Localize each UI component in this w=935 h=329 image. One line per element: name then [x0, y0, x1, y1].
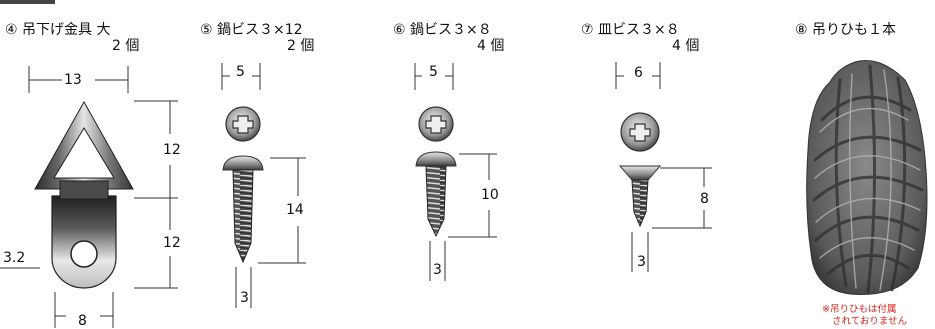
- dim-screw12-length: 14: [286, 202, 304, 218]
- dim-screw8-thread: 3: [433, 262, 442, 278]
- dim-screw12-thread: 3: [240, 290, 249, 306]
- item-qty-hanger: 2 個: [112, 38, 140, 54]
- dim-screw12-head: 5: [236, 64, 245, 80]
- item-title-pan-screw-8: ⑥ 鍋ビス３×８: [393, 22, 492, 38]
- dim-flat8-thread: 3: [637, 254, 646, 270]
- dim-flat8-length: 8: [700, 191, 709, 207]
- dim-screw8-length: 10: [481, 187, 499, 203]
- item-title-pan-screw-12: ⑤ 鍋ビス３×12: [200, 22, 303, 38]
- dim-hanger-width: 13: [64, 72, 82, 88]
- item-title-hanger: ④ 吊下げ金具 大: [5, 22, 111, 38]
- item-title-cord: ⑧ 吊りひも１本: [795, 22, 897, 38]
- item-qty-pan-screw-8: 4 個: [477, 38, 505, 54]
- cord-note-line1: ※吊りひもは付属: [822, 304, 897, 315]
- item-qty-flat-screw-8: 4 個: [672, 38, 700, 54]
- dim-hanger-plate-height: 12: [163, 235, 181, 251]
- item-qty-pan-screw-12: 2 個: [287, 38, 315, 54]
- dim-hanger-plate-width: 8: [78, 313, 87, 329]
- cord-note-line2: されておりません: [832, 316, 908, 327]
- item-title-flat-screw-8: ⑦ 皿ビス３×８: [581, 22, 680, 38]
- dim-hanger-loop-height: 12: [163, 142, 181, 158]
- cord-drawing: [806, 60, 928, 295]
- dim-hanger-hole: 3.2: [3, 250, 26, 266]
- header-bar: [0, 0, 55, 4]
- dim-screw8-head: 5: [429, 64, 438, 80]
- dim-flat8-head: 6: [634, 65, 643, 81]
